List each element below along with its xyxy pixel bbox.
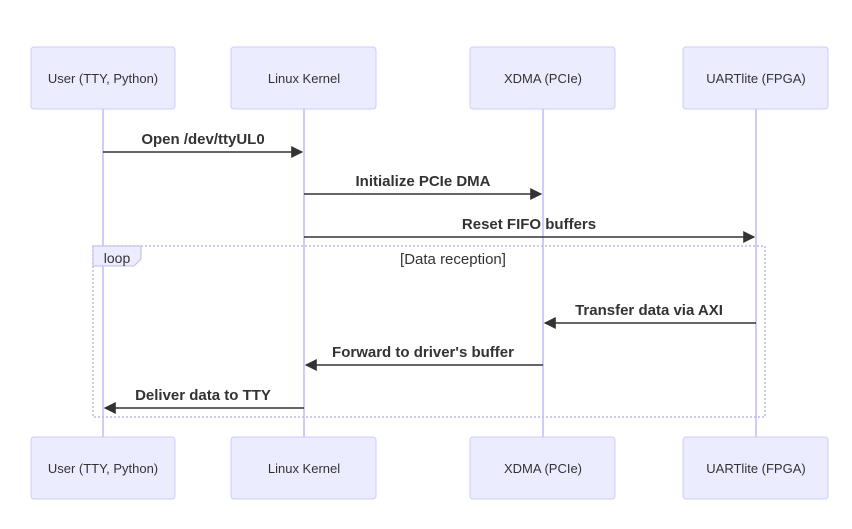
actor-user-bottom: User (TTY, Python) [30, 436, 176, 500]
loop-frame [92, 245, 766, 418]
actor-user-top: User (TTY, Python) [30, 46, 176, 110]
loop-tab [92, 245, 142, 267]
actor-kernel-bottom: Linux Kernel [230, 436, 377, 500]
message-label-forward-buffer: Forward to driver's buffer [332, 344, 514, 361]
actor-label: XDMA (PCIe) [504, 461, 582, 476]
message-label-transfer-axi: Transfer data via AXI [575, 302, 723, 319]
actor-label: Linux Kernel [268, 71, 340, 86]
loop-keyword: loop [104, 250, 131, 266]
actor-label: XDMA (PCIe) [504, 71, 582, 86]
actor-label: User (TTY, Python) [48, 461, 158, 476]
actor-label: User (TTY, Python) [48, 71, 158, 86]
actor-uart-top: UARTlite (FPGA) [682, 46, 829, 110]
loop-fragment: loop [Data reception] [92, 245, 766, 418]
actor-label: Linux Kernel [268, 461, 340, 476]
actor-uart-bottom: UARTlite (FPGA) [682, 436, 829, 500]
loop-condition: [Data reception] [400, 251, 506, 268]
actor-label: UARTlite (FPGA) [706, 461, 805, 476]
actor-kernel-top: Linux Kernel [230, 46, 377, 110]
actors-bottom: User (TTY, Python) Linux Kernel XDMA (PC… [30, 436, 829, 500]
message-label-init-dma: Initialize PCIe DMA [355, 173, 490, 190]
actor-label: UARTlite (FPGA) [706, 71, 805, 86]
actor-xdma-bottom: XDMA (PCIe) [469, 436, 616, 500]
message-label-open: Open /dev/ttyUL0 [141, 131, 264, 148]
lifelines [102, 109, 757, 437]
messages: Open /dev/ttyUL0 Initialize PCIe DMA Res… [103, 131, 756, 414]
actor-xdma-top: XDMA (PCIe) [469, 46, 616, 110]
message-label-deliver-tty: Deliver data to TTY [135, 387, 271, 404]
actors-top: User (TTY, Python) Linux Kernel XDMA (PC… [30, 46, 829, 110]
message-label-reset-fifo: Reset FIFO buffers [462, 216, 596, 233]
